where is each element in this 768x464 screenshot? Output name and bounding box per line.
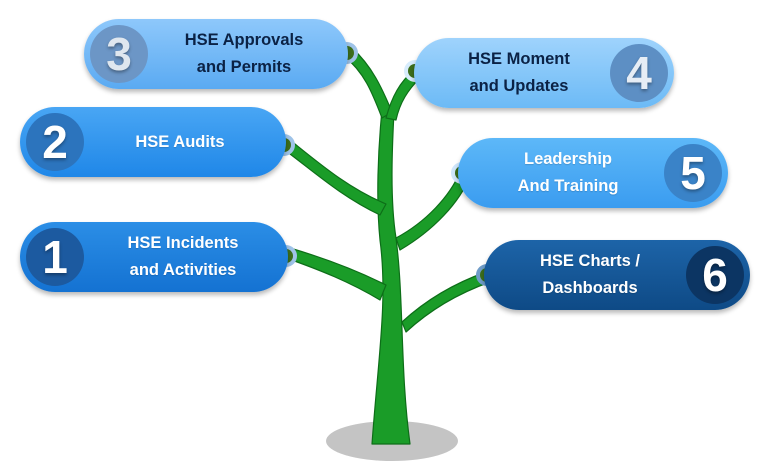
item-hse-incidents-and-activities: 1 HSE Incidents and Activities [20, 222, 288, 292]
item-number-badge: 5 [664, 144, 722, 202]
item-label: Leadership And Training [478, 138, 658, 208]
item-number-badge: 4 [610, 44, 668, 102]
item-hse-audits: 2 HSE Audits [20, 107, 286, 177]
item-label: HSE Incidents and Activities [90, 222, 276, 292]
item-hse-approvals-and-permits: 3 HSE Approvals and Permits [84, 19, 348, 89]
item-hse-moment-and-updates: HSE Moment and Updates 4 [414, 38, 674, 108]
item-leadership-and-training: Leadership And Training 5 [458, 138, 728, 208]
item-label: HSE Charts / Dashboards [500, 240, 680, 310]
item-hse-charts-dashboards: HSE Charts / Dashboards 6 [484, 240, 750, 310]
item-number-badge: 6 [686, 246, 744, 304]
item-label: HSE Audits [90, 107, 270, 177]
item-label: HSE Approvals and Permits [154, 19, 334, 89]
item-number-badge: 3 [90, 25, 148, 83]
item-number-badge: 2 [26, 113, 84, 171]
item-number-badge: 1 [26, 228, 84, 286]
item-label: HSE Moment and Updates [430, 38, 608, 108]
